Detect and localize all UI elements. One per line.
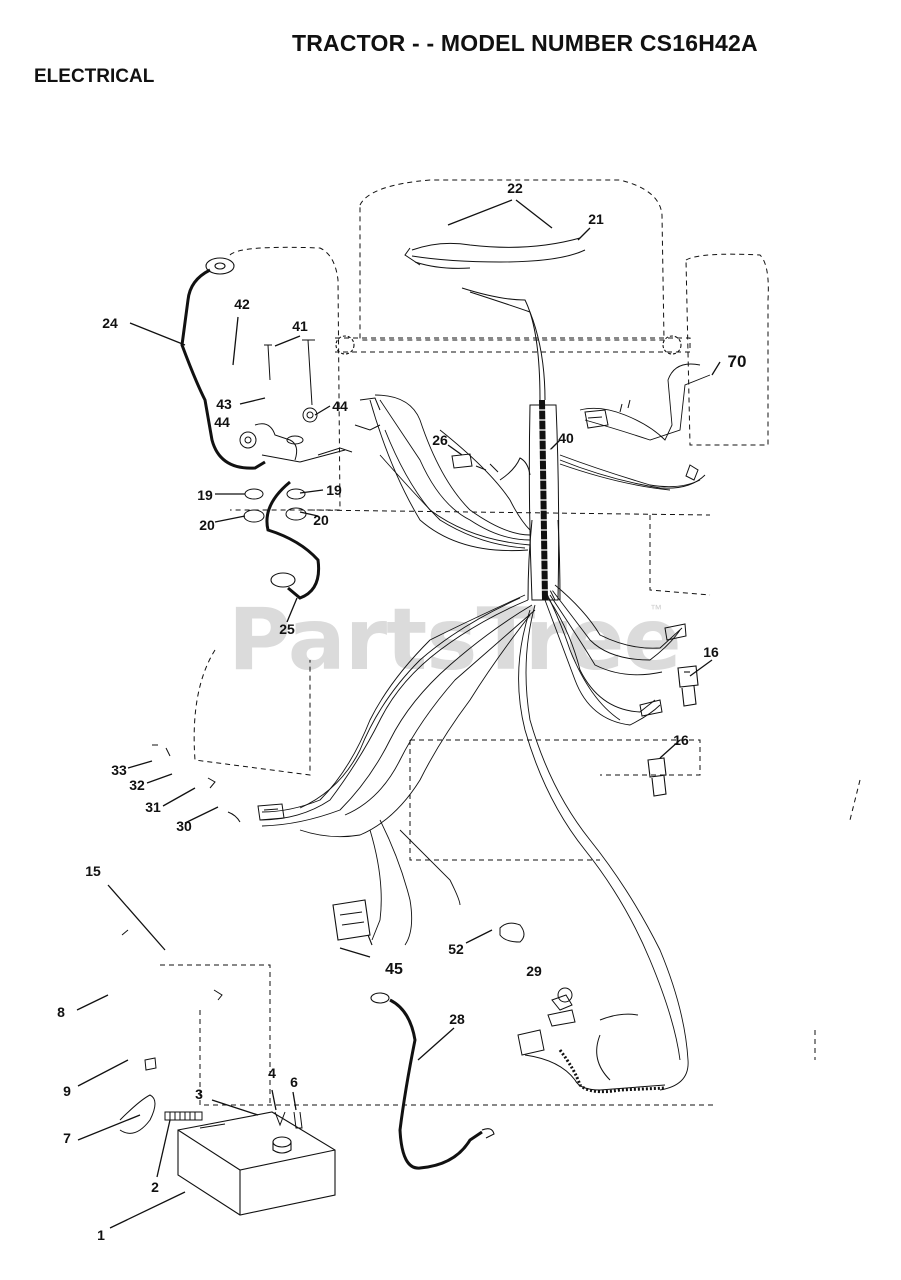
- switch-16-lower: [647, 757, 667, 797]
- mid-frame-outline: [309, 509, 711, 596]
- callout-32: 32: [129, 777, 145, 793]
- ring-terminal-25: [270, 572, 296, 588]
- callout-40: 40: [558, 430, 574, 446]
- callout-15: 15: [85, 863, 101, 879]
- callout-24: 24: [102, 315, 118, 331]
- battery-cable-25: [265, 480, 321, 600]
- coil-cord: [517, 987, 666, 1091]
- callout-16-lower: 16: [673, 732, 689, 748]
- switch-26: [451, 453, 531, 481]
- callout-20-left: 20: [199, 517, 215, 533]
- callout-2: 2: [151, 1179, 159, 1195]
- frame-outlines: [160, 179, 861, 1106]
- main-harness-bundle: [259, 363, 711, 1091]
- callout-19-left: 19: [197, 487, 213, 503]
- callout-22: 22: [507, 180, 523, 196]
- loom-ribs: [536, 409, 553, 591]
- callout-70: 70: [727, 352, 747, 371]
- callout-30: 30: [176, 818, 192, 834]
- callout-9: 9: [63, 1083, 71, 1099]
- left-deck-outline: [193, 649, 311, 776]
- callout-1: 1: [97, 1227, 105, 1243]
- callout-52: 52: [448, 941, 464, 957]
- battery-tray-outline: [160, 964, 716, 1106]
- callout-41: 41: [292, 318, 308, 334]
- battery: [177, 1111, 336, 1216]
- callout-20-right: 20: [313, 512, 329, 528]
- boss-left: [335, 335, 355, 355]
- callout-8: 8: [57, 1004, 65, 1020]
- leader-lines: [76, 199, 721, 1229]
- solenoid-hardware: [239, 339, 381, 523]
- connector-70: [584, 399, 699, 481]
- callout-42: 42: [234, 296, 250, 312]
- crossbar-outline: [335, 337, 691, 353]
- callout-43: 43: [216, 396, 232, 412]
- ring-terminal-24: [205, 257, 235, 275]
- cable-28: [389, 998, 483, 1170]
- switch-16-upper: [677, 665, 699, 707]
- callout-21: 21: [588, 211, 604, 227]
- callout-3: 3: [195, 1086, 203, 1102]
- callout-16-upper: 16: [703, 644, 719, 660]
- callout-29: 29: [526, 963, 542, 979]
- callout-44-left: 44: [214, 414, 230, 430]
- callout-7: 7: [63, 1130, 71, 1146]
- right-edge-outline: [814, 779, 861, 1060]
- watermark: PartsTree: [228, 590, 682, 690]
- boss-right: [662, 335, 682, 355]
- upper-harness-22: [404, 237, 586, 401]
- callout-28: 28: [449, 1011, 465, 1027]
- coil-spring: [558, 1049, 666, 1094]
- callout-19-right: 19: [326, 482, 342, 498]
- battery-hardware: [119, 929, 303, 1134]
- callout-26: 26: [432, 432, 448, 448]
- harness-end-connectors: [639, 623, 687, 717]
- left-fender-outline: [229, 246, 341, 511]
- loom-outline-mid: [527, 519, 561, 601]
- right-fender-outline: [685, 253, 769, 446]
- callout-44-right: 44: [332, 398, 348, 414]
- callout-4: 4: [268, 1065, 276, 1081]
- callout-6: 6: [290, 1074, 298, 1090]
- callout-33: 33: [111, 762, 127, 778]
- lower-frame-outline: [409, 739, 701, 861]
- relay-45: [332, 899, 373, 946]
- part-52: [499, 922, 525, 943]
- callout-31: 31: [145, 799, 161, 815]
- page-title: TRACTOR - - MODEL NUMBER CS16H42A: [292, 30, 758, 56]
- watermark-trademark: ™: [650, 602, 662, 616]
- hood-outline: [359, 179, 665, 341]
- loom-outline: [528, 404, 560, 601]
- small-hardware: [152, 744, 285, 823]
- callout-25: 25: [279, 621, 295, 637]
- section-title: ELECTRICAL: [34, 66, 155, 87]
- callout-45: 45: [385, 961, 403, 978]
- ground-cable-24: [180, 268, 266, 470]
